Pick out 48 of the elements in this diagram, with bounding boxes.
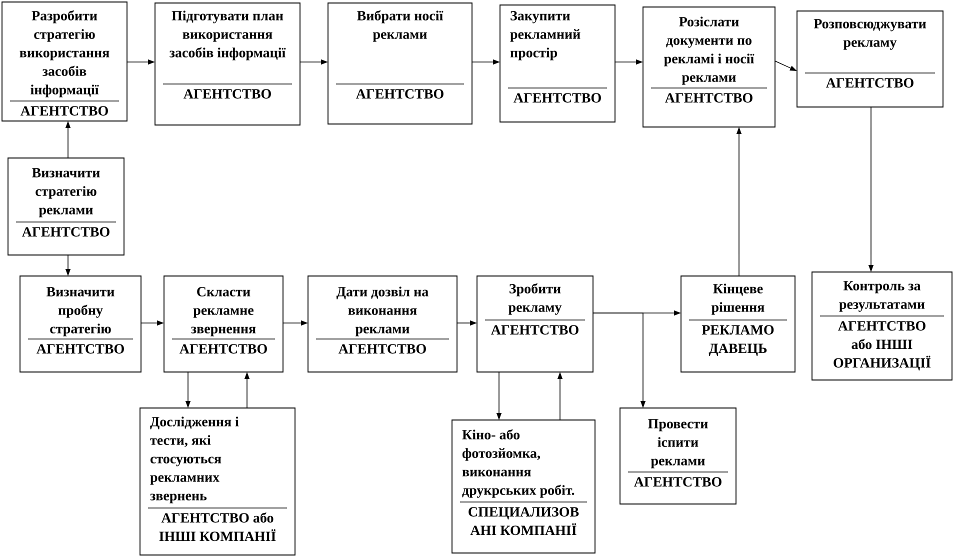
process-box xyxy=(328,2,472,124)
process-box xyxy=(476,276,594,372)
performer-text: АГЕНТСТВО xyxy=(356,89,444,99)
process-box xyxy=(812,272,952,380)
process-box xyxy=(500,4,616,122)
performer-text: АГЕНТСТВО xyxy=(514,93,601,103)
process-box xyxy=(452,420,596,554)
performer-text: АГЕНТСТВО xyxy=(184,89,271,99)
process-box xyxy=(154,2,300,126)
performer-text: АГЕНТСТВО xyxy=(36,344,124,354)
task-text: Провести іспити реклами xyxy=(648,419,708,468)
process-box xyxy=(642,6,776,128)
task-text: Кіно- або фотозйомка, виконання друкрських робіт. xyxy=(462,429,574,498)
task-text: Кінцеве рішення xyxy=(711,284,764,315)
task-text: Розіслати документи по рекламі і носії реклами xyxy=(664,16,754,85)
performer-text: АГЕНТСТВО xyxy=(491,325,578,335)
task-text: Дослідження і тести, які стосуються рекламних звернень xyxy=(150,416,239,504)
task-text: Скласти рекламне звернення xyxy=(191,287,256,336)
process-box xyxy=(308,276,458,372)
process-box xyxy=(164,276,284,372)
performer-text: РЕКЛАМО ДАВЕЦЬ xyxy=(702,325,774,356)
task-text: Контроль за результатами xyxy=(839,281,925,312)
performer-text: АГЕНТСТВО xyxy=(20,106,108,116)
performer-text: АГЕНТСТВО xyxy=(826,78,914,88)
task-text: Вибрати носії реклами xyxy=(357,10,444,42)
performer-text: АГЕНТСТВО xyxy=(338,344,426,354)
process-box xyxy=(8,158,124,256)
task-text: Визначити стратегію реклами xyxy=(32,168,100,218)
process-box xyxy=(680,276,796,372)
performer-text: АГЕНТСТВО xyxy=(22,227,110,237)
task-text: Закупити рекламний простір xyxy=(510,11,580,60)
performer-text: СПЕЦИАЛИЗОВ АНІ КОМПАНІЇ xyxy=(468,507,579,536)
task-text: Дати дозвіл на виконання реклами xyxy=(336,286,428,336)
process-box xyxy=(2,2,128,122)
performer-text: АГЕНТСТВО або ІНШІ КОМПАНІЇ xyxy=(159,512,276,542)
task-text: Розповсюджувати рекламу xyxy=(814,19,926,50)
task-text: Визначити пробну стратегію xyxy=(46,287,114,336)
performer-text: АГЕНТСТВО xyxy=(634,477,722,487)
task-text: Зробити рекламу xyxy=(508,283,562,315)
performer-text: АГЕНТСТВО або ІНШІ ОРГАНИЗАЦІЇ xyxy=(834,321,931,370)
performer-text: АГЕНТСТВО xyxy=(665,93,752,103)
process-box xyxy=(620,408,736,504)
process-box xyxy=(796,10,944,108)
task-text: Підготувати план використання засобів інформації xyxy=(170,10,286,60)
process-box xyxy=(140,408,296,556)
task-text: Разробити стратегію використання засобів інформації xyxy=(20,10,110,98)
process-box xyxy=(20,276,142,372)
performer-text: АГЕНТСТВО xyxy=(180,344,267,354)
